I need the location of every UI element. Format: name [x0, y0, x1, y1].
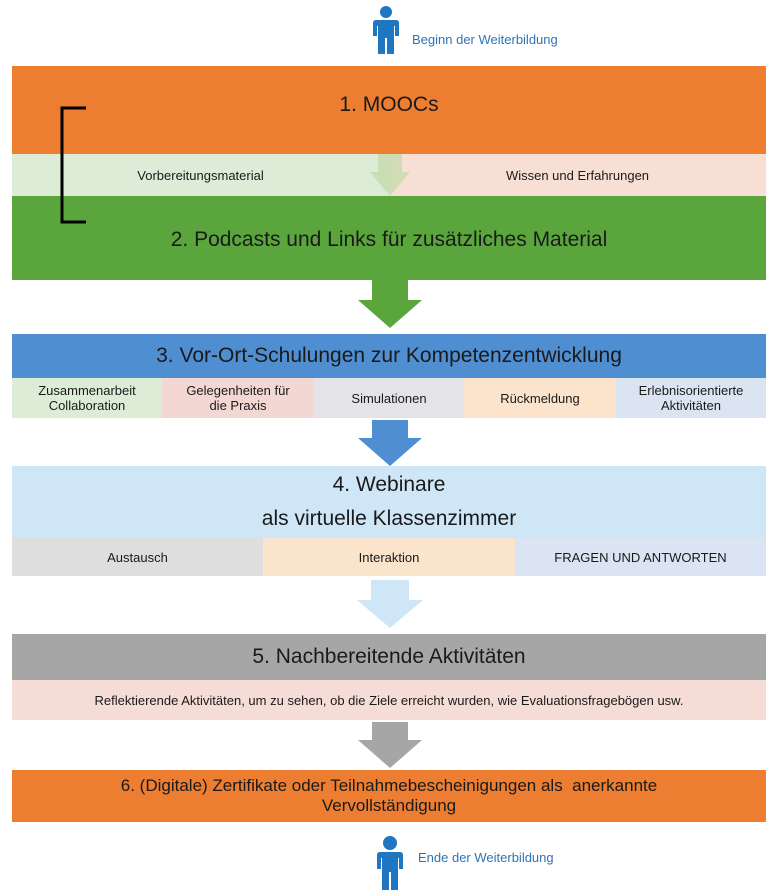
step1-title: 1. MOOCs: [339, 93, 439, 116]
person-start-icon: [372, 6, 400, 54]
step3-sub-1: Zusammenarbeit Collaboration: [12, 378, 162, 418]
step4-band: 4. Webinare als virtuelle Klassenzimmer: [12, 466, 766, 538]
step6-title-line2: Vervollständigung: [321, 796, 457, 815]
step6-band: 6. (Digitale) Zertifikate oder Teilnahme…: [12, 770, 766, 822]
step3-sub-3: Simulationen: [314, 378, 464, 418]
arrow-down-gray-icon: [358, 722, 422, 768]
step3-sub-2: Gelegenheiten für die Praxis: [162, 378, 314, 418]
step3-sub-4: Rückmeldung: [464, 378, 616, 418]
step3-sub-5: Erlebnisorientierte Aktivitäten: [616, 378, 766, 418]
step4-sub-2: Interaktion: [263, 538, 515, 576]
step4-title-line2: als virtuelle Klassenzimmer: [261, 507, 517, 530]
arrow-down-lightblue-icon: [357, 580, 423, 628]
step5-band: 5. Nachbereitende Aktivitäten: [12, 634, 766, 680]
step1-sub-left: Vorbereitungsmaterial: [12, 154, 389, 196]
arrow-down-green-icon: [358, 280, 422, 328]
bracket-icon: [60, 106, 86, 224]
step1-band: 1. MOOCs: [12, 66, 766, 154]
step3-title: 3. Vor-Ort-Schulungen zur Kompetenzentwi…: [156, 344, 622, 367]
person-end-icon: [376, 836, 404, 890]
arrow-down-blue-icon: [358, 420, 422, 466]
step4-sub-1: Austausch: [12, 538, 263, 576]
step2-band: 2. Podcasts und Links für zusätzliches M…: [12, 196, 766, 280]
step1-sub-right: Wissen und Erfahrungen: [389, 154, 766, 196]
step2-title: 2. Podcasts und Links für zusätzliches M…: [170, 228, 608, 251]
step5-sub: Reflektierende Aktivitäten, um zu sehen,…: [12, 680, 766, 720]
start-label: Beginn der Weiterbildung: [412, 32, 558, 47]
end-label: Ende der Weiterbildung: [418, 850, 554, 865]
step4-title-line1: 4. Webinare: [332, 473, 446, 496]
step5-title: 5. Nachbereitende Aktivitäten: [252, 645, 526, 668]
faded-merge-arrow: [370, 154, 410, 196]
step4-sub-3: FRAGEN UND ANTWORTEN: [515, 538, 766, 576]
step3-band: 3. Vor-Ort-Schulungen zur Kompetenzentwi…: [12, 334, 766, 378]
step6-title-line1: 6. (Digitale) Zertifikate oder Teilnahme…: [120, 776, 658, 795]
